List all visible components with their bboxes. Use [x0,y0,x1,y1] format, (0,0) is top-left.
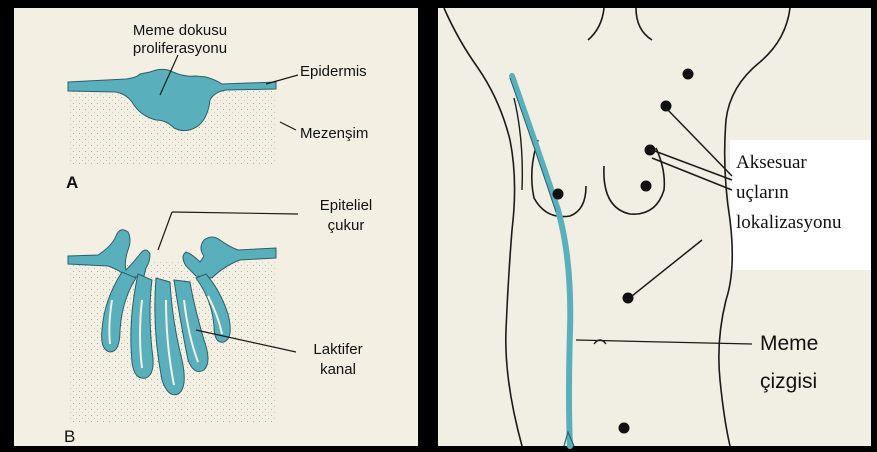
label-duct-1: Laktifer [313,341,362,358]
nipple-dot [553,189,564,200]
label-pit-2: çukur [328,217,365,234]
nipple-dot [683,69,694,80]
nipple-dot [623,293,634,304]
nipple-dot [641,181,652,192]
label-proliferation-2: proliferasyonu [133,40,227,57]
milk-line-diagram: Aksesuar uçların lokalizasyonu Meme çizg… [430,0,877,452]
panel-letter-a: A [66,173,78,192]
panel-letter-b: B [64,427,75,446]
embryology-panel: Meme dokusu proliferasyonu Epidermis Mez… [0,0,426,452]
label-pit-1: Epiteliel [320,197,373,214]
milk-line-panel: Aksesuar uçların lokalizasyonu Meme çizg… [430,0,877,452]
embryology-diagram: Meme dokusu proliferasyonu Epidermis Mez… [0,0,426,452]
label-accessory-3: lokalizasyonu [736,212,842,233]
label-milk-line-1: Meme [760,332,818,355]
label-accessory-1: Aksesuar [736,152,807,173]
label-milk-line-2: çizgisi [760,370,817,393]
label-epidermis: Epidermis [300,63,367,80]
label-proliferation-1: Meme dokusu [133,22,227,39]
nipple-dot [661,101,672,112]
nipple-dot [619,423,630,434]
label-mesenchyme: Mezenşim [300,125,368,142]
label-duct-2: kanal [320,361,356,378]
label-accessory-2: uçların [736,182,789,203]
